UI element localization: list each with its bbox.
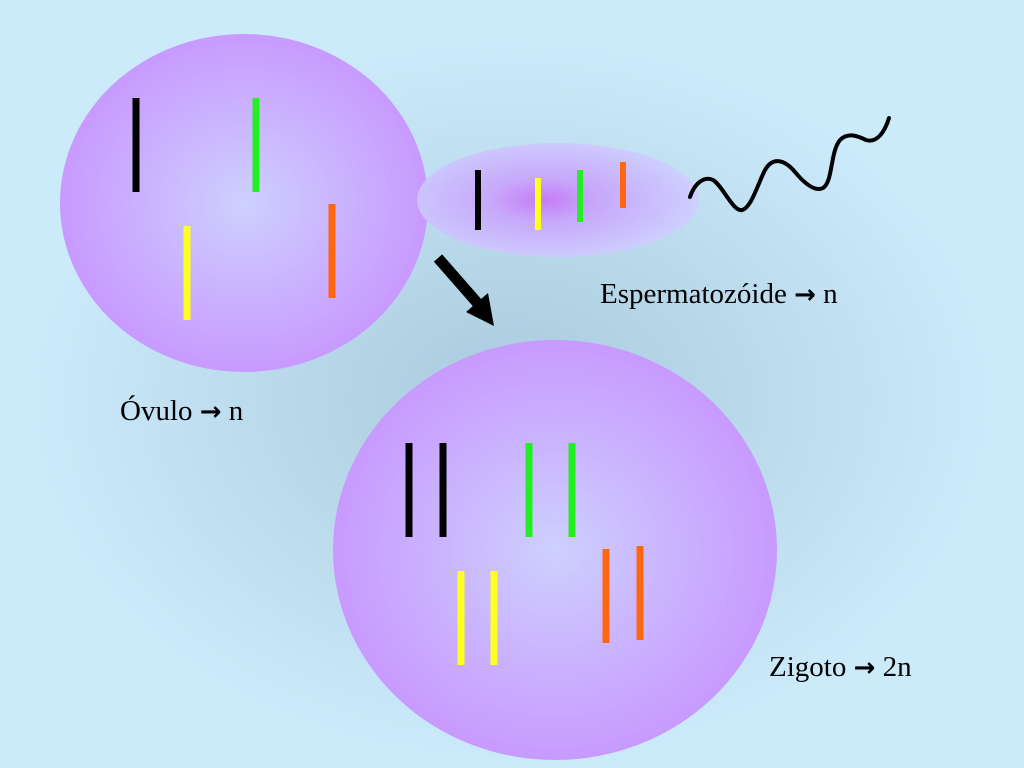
zigoto-membrane: [333, 340, 777, 760]
zigoto-name: Zigoto: [769, 651, 847, 683]
ovulo-name: Óvulo: [120, 395, 193, 427]
espermatozoide-label: Espermatozóide → n: [600, 280, 838, 309]
fertilization-arrow: [433, 254, 494, 326]
zigoto-cell: [333, 340, 777, 760]
ovulo-arrow-icon: →: [199, 397, 222, 427]
zigoto-arrow-icon: →: [853, 653, 876, 683]
ovulo-cell: [60, 34, 428, 372]
espermatozoide-ploidy: n: [823, 278, 838, 310]
zigoto-label: Zigoto → 2n: [769, 653, 912, 682]
ovulo-label: Óvulo → n: [120, 397, 243, 426]
ovulo-ploidy: n: [228, 395, 244, 427]
zigoto-ploidy: 2n: [882, 651, 912, 683]
espermatozoide-head: [417, 143, 699, 257]
espermatozoide-name: Espermatozóide: [600, 278, 787, 310]
ovulo-membrane: [60, 34, 428, 372]
espermatozoide-cell: [417, 116, 891, 257]
espermatozoide-arrow-icon: →: [794, 280, 816, 310]
espermatozoide-tail: [688, 116, 891, 212]
